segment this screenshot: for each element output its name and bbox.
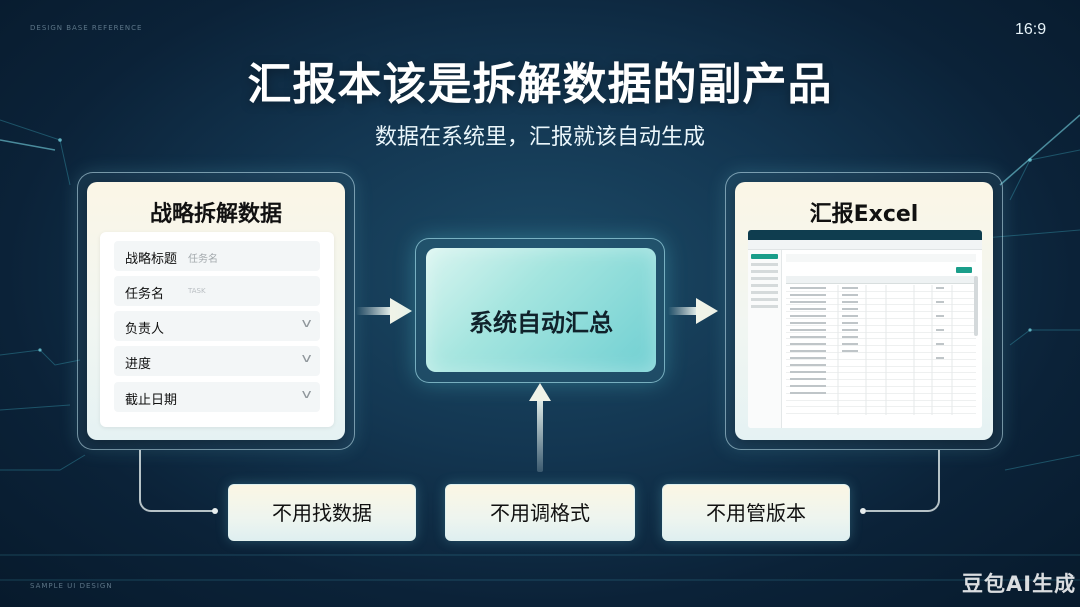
strategy-data-title: 战略拆解数据 [149, 202, 282, 227]
field-progress-select[interactable]: 进度 v [114, 346, 320, 376]
arrow-shaft-up [537, 396, 543, 472]
connector-dot-right [860, 508, 866, 514]
excel-grid-lines [790, 285, 953, 415]
excel-sidebar [748, 250, 782, 428]
bottom-left-caption: SAMPLE UI DESIGN [30, 582, 113, 590]
connector-left [139, 450, 216, 512]
aspect-ratio-label: 16:9 [1015, 21, 1047, 38]
arrow-right-icon [696, 298, 718, 324]
arrow-up-icon [529, 383, 551, 401]
connector-right [866, 450, 940, 512]
report-excel-title: 汇报Excel [809, 202, 919, 227]
task-form: 战略标题 任务名 任务名 TASK 负责人 v 进度 v 截止日期 v [100, 232, 334, 427]
chevron-down-icon: v [301, 316, 312, 330]
auto-summary-box: 系统自动汇总 [426, 248, 656, 372]
arrow-shaft-left [356, 307, 392, 315]
field-strategy-title[interactable]: 战略标题 任务名 [114, 241, 320, 271]
field-placeholder: TASK [188, 287, 206, 295]
benefit-no-formatting: 不用调格式 [445, 484, 635, 541]
field-task-name[interactable]: 任务名 TASK [114, 276, 320, 306]
excel-preview [748, 230, 982, 428]
field-owner-select[interactable]: 负责人 v [114, 311, 320, 341]
field-label: 截止日期 [125, 393, 178, 408]
field-label: 战略标题 [125, 252, 178, 267]
connector-dot-left [212, 508, 218, 514]
report-excel-panel: 汇报Excel [735, 182, 993, 440]
field-label: 任务名 [125, 287, 165, 302]
field-label: 负责人 [125, 322, 165, 337]
chevron-down-icon: v [301, 387, 312, 401]
benefit-no-versioning: 不用管版本 [662, 484, 850, 541]
excel-titlebar [748, 230, 982, 240]
excel-action-button [956, 267, 972, 273]
benefit-no-data-search: 不用找数据 [228, 484, 416, 541]
top-left-caption: DESIGN BASE REFERENCE [30, 24, 143, 32]
field-label: 进度 [125, 357, 152, 372]
excel-scrollbar [974, 276, 978, 336]
page-title: 汇报本该是拆解数据的副产品 [247, 59, 833, 110]
ai-watermark: 豆包AI生成 [962, 572, 1077, 596]
auto-summary-label: 系统自动汇总 [469, 309, 613, 337]
excel-toolbar [748, 240, 982, 250]
arrow-shaft-right [668, 307, 698, 315]
excel-header-row [786, 276, 976, 284]
field-deadline-select[interactable]: 截止日期 v [114, 382, 320, 412]
field-placeholder: 任务名 [188, 254, 218, 265]
arrow-right-icon [390, 298, 412, 324]
excel-rows [786, 285, 976, 415]
chevron-down-icon: v [301, 351, 312, 365]
page-subtitle: 数据在系统里，汇报就该自动生成 [374, 125, 705, 150]
excel-filter-bar [786, 254, 976, 262]
strategy-data-panel: 战略拆解数据 战略标题 任务名 任务名 TASK 负责人 v 进度 v 截止日期… [87, 182, 345, 440]
